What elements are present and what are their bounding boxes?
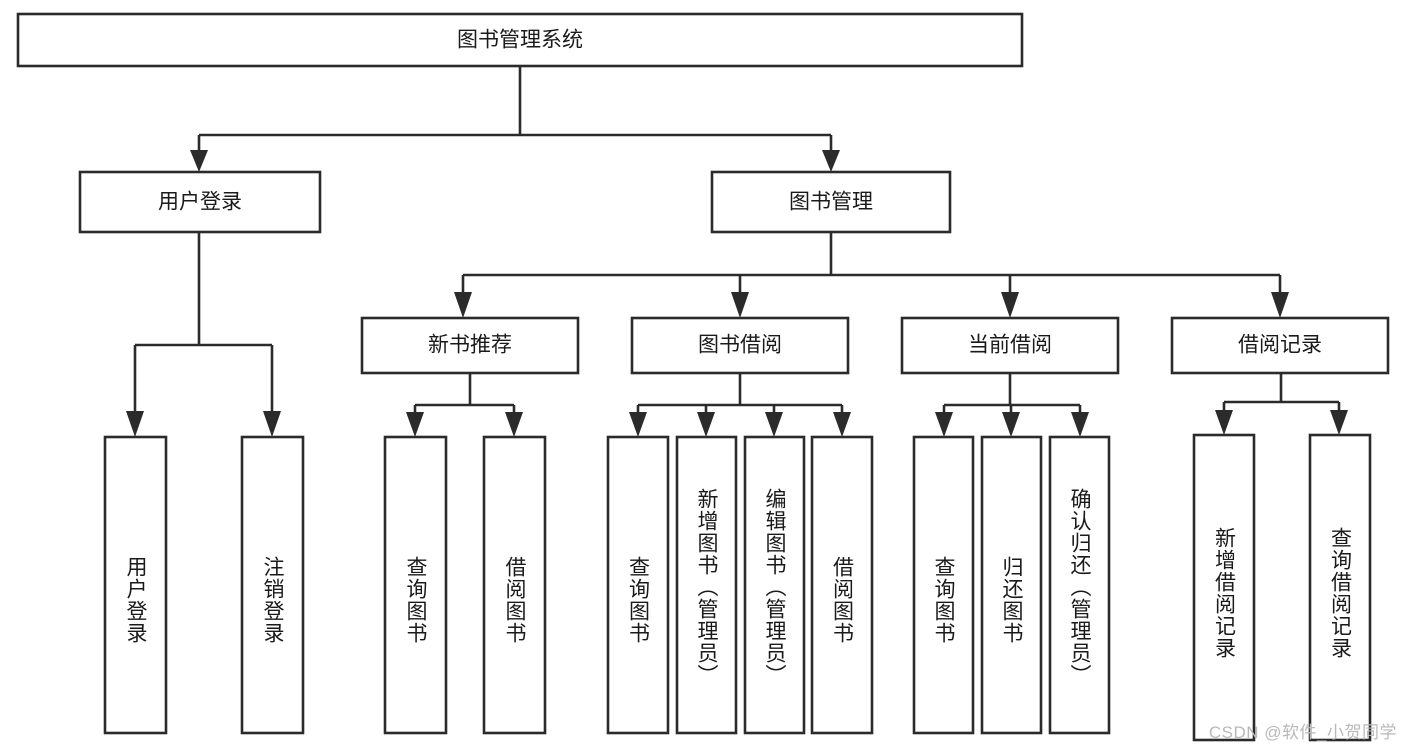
node-box-leaf-add-record[interactable] <box>1192 433 1256 742</box>
leaf-label-user-login: 用户登录 <box>124 556 147 644</box>
arrowhead-leaf-edit-book <box>765 412 783 437</box>
arrowhead-leaf-confirm-return <box>1071 412 1089 437</box>
node-box-leaf-query-book-2[interactable] <box>606 435 670 735</box>
leaf-label-wrap-borrow-book-2: 借阅图书 <box>812 470 872 730</box>
leaf-label-query-book-2: 查询图书 <box>626 556 650 644</box>
node-box-root[interactable] <box>16 12 1024 68</box>
node-box-leaf-query-book-1[interactable] <box>383 435 448 735</box>
connectors-root-to-level2 <box>190 66 840 172</box>
leaf-label-query-record: 查询借阅记录 <box>1328 526 1352 659</box>
leaf-label-confirm-return: 确认归还（管理员） <box>1068 487 1091 686</box>
connectors-user-login-to-leaves <box>126 232 281 437</box>
node-label-borrow-record: 借阅记录 <box>1238 334 1322 357</box>
leaf-label-wrap-logout-login: 注销登录 <box>242 470 303 730</box>
node-label-user-login: 用户登录 <box>158 191 242 214</box>
connectors-new-book-to-leaves <box>406 373 523 437</box>
node-box-current-borrow[interactable] <box>900 316 1120 375</box>
arrowhead-leaf-logout-login <box>263 411 281 437</box>
node-box-user-login[interactable] <box>78 170 322 234</box>
arrowhead-book-borrow <box>731 292 749 318</box>
node-box-leaf-confirm-return[interactable] <box>1048 435 1111 735</box>
leaf-label-return-book: 归还图书 <box>1000 556 1023 644</box>
leaf-label-wrap-edit-book: 编辑图书（管理员） <box>745 443 804 730</box>
leaf-label-logout-login: 注销登录 <box>261 556 284 644</box>
node-label-book-manage: 图书管理 <box>789 191 873 214</box>
arrowhead-leaf-user-login <box>126 411 144 437</box>
arrowhead-current-borrow <box>1001 292 1019 318</box>
leaf-label-add-record: 新增借阅记录 <box>1212 526 1236 659</box>
leaf-label-add-book: 新增图书（管理员） <box>695 487 718 686</box>
node-box-leaf-add-book[interactable] <box>675 435 738 735</box>
leaf-label-wrap-query-book-3: 查询图书 <box>914 470 973 730</box>
arrowhead-borrow-record <box>1271 292 1289 318</box>
connectors-borrow-record-to-leaves <box>1215 373 1348 435</box>
node-box-leaf-return-book[interactable] <box>980 435 1043 735</box>
node-box-leaf-borrow-book-2[interactable] <box>810 435 874 735</box>
leaf-label-wrap-user-login: 用户登录 <box>105 470 166 730</box>
connectors-book-manage-to-level3 <box>454 232 1289 318</box>
leaf-label-query-book-3: 查询图书 <box>932 556 955 644</box>
node-label-current-borrow: 当前借阅 <box>968 334 1052 357</box>
leaf-label-borrow-book-2: 借阅图书 <box>830 556 854 644</box>
arrowhead-leaf-query-record <box>1330 410 1348 435</box>
leaf-label-wrap-return-book: 归还图书 <box>982 470 1041 730</box>
node-box-leaf-user-login[interactable] <box>103 435 168 735</box>
leaf-label-edit-book: 编辑图书（管理员） <box>763 487 786 686</box>
leaf-label-query-book-1: 查询图书 <box>404 556 427 644</box>
node-box-borrow-record[interactable] <box>1170 316 1390 375</box>
arrowhead-user-login <box>190 150 208 172</box>
leaf-label-borrow-book-1: 借阅图书 <box>503 556 526 644</box>
leaf-label-wrap-query-book-2: 查询图书 <box>608 470 668 730</box>
leaf-label-wrap-add-book: 新增图书（管理员） <box>677 443 736 730</box>
node-label-new-book-recommend: 新书推荐 <box>428 334 512 357</box>
leaf-label-wrap-query-record: 查询借阅记录 <box>1310 455 1370 730</box>
node-box-book-borrow[interactable] <box>630 316 850 375</box>
leaf-label-wrap-confirm-return: 确认归还（管理员） <box>1050 443 1109 730</box>
arrowhead-book-manage <box>822 150 840 172</box>
arrowhead-new-book-recommend <box>454 292 472 318</box>
arrowhead-leaf-query-book-3 <box>935 412 953 437</box>
node-box-leaf-borrow-book-1[interactable] <box>482 435 547 735</box>
arrowhead-leaf-add-record <box>1215 410 1233 435</box>
arrowhead-leaf-query-book-1 <box>406 412 424 437</box>
leaf-label-wrap-borrow-book-1: 借阅图书 <box>484 470 545 730</box>
node-box-leaf-logout-login[interactable] <box>240 435 305 735</box>
arrowhead-leaf-add-book <box>697 412 715 437</box>
leaf-label-wrap-add-record: 新增借阅记录 <box>1194 455 1254 730</box>
node-box-new-book-recommend[interactable] <box>360 316 580 375</box>
node-box-leaf-query-book-3[interactable] <box>912 435 975 735</box>
node-label-book-borrow: 图书借阅 <box>698 334 782 357</box>
connectors-book-borrow-to-leaves <box>629 373 851 437</box>
node-box-book-manage[interactable] <box>710 170 952 234</box>
node-box-leaf-edit-book[interactable] <box>743 435 806 735</box>
node-box-leaf-query-record[interactable] <box>1308 433 1372 742</box>
arrowhead-leaf-borrow-book-1 <box>505 412 523 437</box>
node-label-root: 图书管理系统 <box>457 29 583 52</box>
connectors-current-borrow-to-leaves <box>935 373 1089 437</box>
arrowhead-leaf-return-book <box>1002 412 1020 437</box>
arrowhead-leaf-query-book-2 <box>629 412 647 437</box>
arrowhead-leaf-borrow-book-2 <box>833 412 851 437</box>
leaf-label-wrap-query-book-1: 查询图书 <box>385 470 446 730</box>
